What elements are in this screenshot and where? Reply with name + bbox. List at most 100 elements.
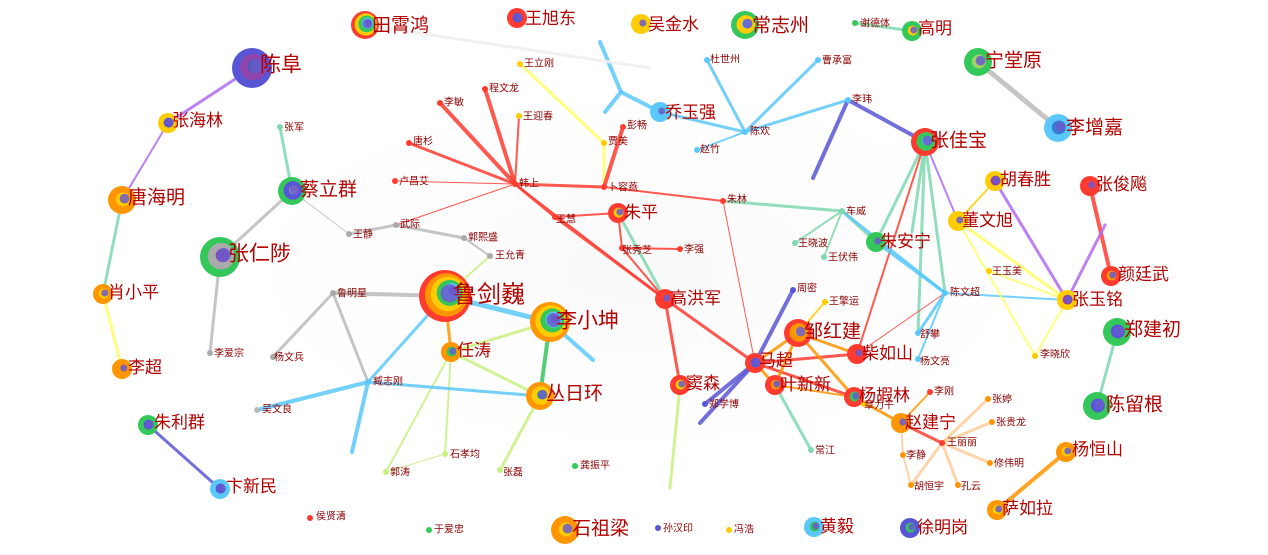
node-chenfu[interactable] xyxy=(232,48,272,88)
node-zhaojn[interactable] xyxy=(891,413,911,433)
node-zhaozhu[interactable] xyxy=(694,147,700,153)
node-dushimin[interactable] xyxy=(704,57,710,63)
node-wangxd[interactable] xyxy=(507,8,527,28)
node-chenwc[interactable] xyxy=(942,290,948,296)
node-zhangrz[interactable] xyxy=(200,237,240,277)
node-wangyou[interactable] xyxy=(487,253,493,259)
node-wangll[interactable] xyxy=(939,440,945,446)
node-luchangy[interactable] xyxy=(392,178,398,184)
node-zhangym[interactable] xyxy=(1057,290,1077,310)
node-wangqingyun[interactable] xyxy=(822,299,828,305)
node-kongyun[interactable] xyxy=(955,482,961,488)
node-cailq[interactable] xyxy=(278,177,306,205)
node-fenghao[interactable] xyxy=(726,527,732,533)
node-sunhy[interactable] xyxy=(655,525,661,531)
node-tangshan[interactable] xyxy=(406,140,412,146)
node-ningty[interactable] xyxy=(964,48,992,76)
node-dongwx[interactable] xyxy=(948,211,968,231)
node-shixiaojun[interactable] xyxy=(442,451,448,457)
node-lizj[interactable] xyxy=(1044,114,1072,142)
node-zhuan[interactable] xyxy=(866,232,886,252)
node-xiaoxp[interactable] xyxy=(93,284,113,304)
node-huhengyu[interactable] xyxy=(908,482,914,488)
node-lujw[interactable] xyxy=(419,270,471,322)
node-congrh[interactable] xyxy=(526,382,554,410)
node-zhanglei[interactable] xyxy=(497,467,503,473)
node-lijing2[interactable] xyxy=(900,452,906,458)
node-chewei[interactable] xyxy=(839,208,845,214)
node-rentao[interactable] xyxy=(441,342,461,362)
node-guohs[interactable] xyxy=(461,235,467,241)
node-dousen[interactable] xyxy=(670,375,690,395)
node-zhulq[interactable] xyxy=(138,415,158,435)
node-wangfuhua[interactable] xyxy=(821,254,827,260)
node-zhengxuebo[interactable] xyxy=(702,401,708,407)
node-zhulin[interactable] xyxy=(720,198,726,204)
node-yangwenliang[interactable] xyxy=(915,356,921,362)
node-tanghm[interactable] xyxy=(108,186,136,214)
node-guotao[interactable] xyxy=(383,469,389,475)
node-pengchang[interactable] xyxy=(620,124,626,130)
node-zhangjb[interactable] xyxy=(911,128,939,156)
node-limin[interactable] xyxy=(437,100,443,106)
node-gaohj[interactable] xyxy=(655,289,675,309)
node-zhuping[interactable] xyxy=(608,203,628,223)
node-caocf[interactable] xyxy=(815,57,821,63)
node-qiaoyq[interactable] xyxy=(650,102,670,122)
node-yantw[interactable] xyxy=(1101,266,1121,286)
node-zhangjun[interactable] xyxy=(277,124,283,130)
node-gongzp[interactable] xyxy=(572,463,578,469)
node-chenlg[interactable] xyxy=(1083,392,1111,420)
node-lixx[interactable] xyxy=(1032,353,1038,359)
node-zhanggui[interactable] xyxy=(989,419,995,425)
node-yangwb[interactable] xyxy=(270,354,276,360)
node-yuaz[interactable] xyxy=(426,527,432,533)
node-yanghs[interactable] xyxy=(1056,442,1076,462)
node-changjiang[interactable] xyxy=(808,447,814,453)
node-wanghui[interactable] xyxy=(552,214,558,220)
node-burongyan[interactable] xyxy=(601,184,607,190)
node-hanshang[interactable] xyxy=(512,181,518,187)
node-xumg[interactable] xyxy=(900,518,920,538)
node-liwei[interactable] xyxy=(845,97,851,103)
node-wangyumei[interactable] xyxy=(986,268,992,274)
node-hucs[interactable] xyxy=(985,171,1005,191)
node-yangyl[interactable] xyxy=(844,387,864,407)
node-machao[interactable] xyxy=(745,353,765,373)
node-tian[interactable] xyxy=(351,11,379,39)
node-zhangjf[interactable] xyxy=(1080,176,1100,196)
node-wangyingchun[interactable] xyxy=(516,113,522,119)
node-saril[interactable] xyxy=(987,500,1007,520)
node-zangzg[interactable] xyxy=(365,379,371,385)
node-lisj[interactable] xyxy=(927,389,933,395)
node-chairs[interactable] xyxy=(847,344,867,364)
node-zhangxiuzhi[interactable] xyxy=(619,245,625,251)
node-qiuhj[interactable] xyxy=(784,319,812,347)
node-changzz[interactable] xyxy=(731,11,759,39)
node-wuwl[interactable] xyxy=(254,407,260,413)
node-bianxm[interactable] xyxy=(210,479,230,499)
node-shizl[interactable] xyxy=(551,516,579,544)
node-lichao[interactable] xyxy=(112,359,132,379)
node-chenhuan[interactable] xyxy=(742,129,748,135)
node-liqiang[interactable] xyxy=(677,246,683,252)
node-wujs[interactable] xyxy=(631,14,651,34)
node-wuji[interactable] xyxy=(393,222,399,228)
node-xiede[interactable] xyxy=(852,20,858,26)
node-xiuweiming[interactable] xyxy=(987,460,993,466)
node-chengwl[interactable] xyxy=(482,86,488,92)
node-jiamei[interactable] xyxy=(601,140,607,146)
node-wangjing[interactable] xyxy=(346,231,352,237)
node-lixk[interactable] xyxy=(530,302,570,342)
node-gaoming[interactable] xyxy=(902,21,922,41)
node-shupan[interactable] xyxy=(915,330,921,336)
node-zhoumi[interactable] xyxy=(790,287,796,293)
node-houxq[interactable] xyxy=(307,515,313,521)
node-huangyi[interactable] xyxy=(804,517,824,537)
node-zhengjc[interactable] xyxy=(1103,318,1131,346)
node-zhanglishi[interactable] xyxy=(861,401,867,407)
node-liaz[interactable] xyxy=(207,350,213,356)
node-zhanghl[interactable] xyxy=(158,113,178,133)
node-lumx[interactable] xyxy=(330,290,336,296)
node-wangligang[interactable] xyxy=(517,61,523,67)
